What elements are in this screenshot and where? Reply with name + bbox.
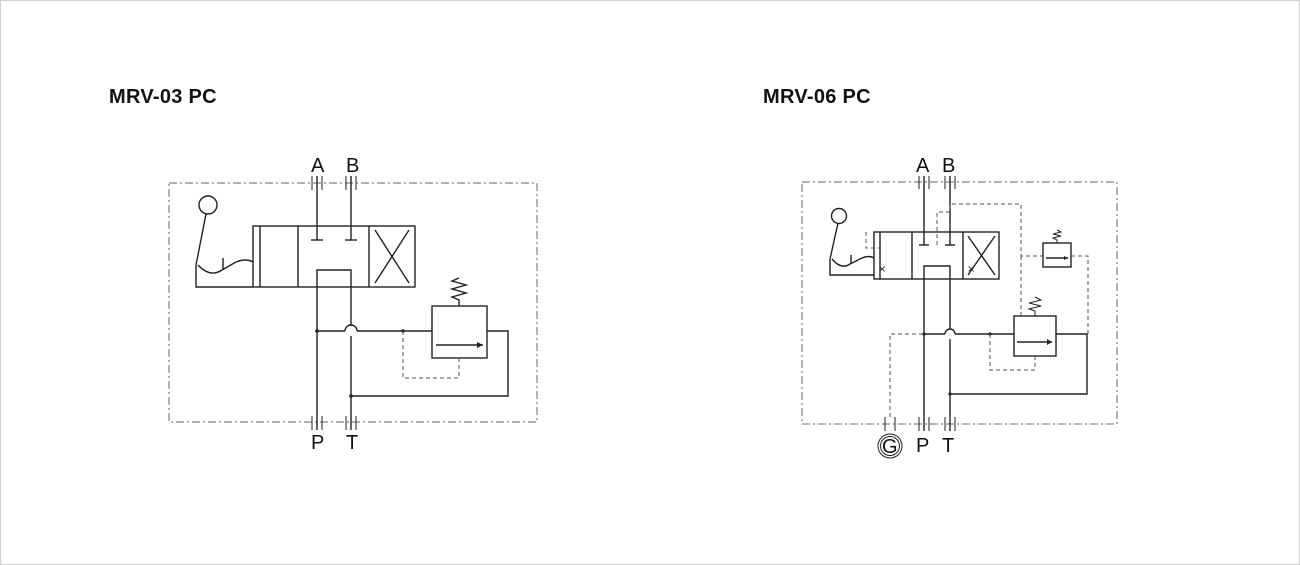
relief-valve	[1013, 296, 1057, 357]
relief-return-line	[950, 333, 1088, 395]
pilot-line	[989, 334, 1036, 371]
relief-return-line	[351, 330, 509, 397]
directional-valve	[252, 225, 416, 288]
port-label-t: T	[346, 432, 358, 454]
diagram-title-mrv-03-pc: MRV-03 PC	[109, 86, 217, 108]
port-label-p: P	[916, 435, 929, 457]
gauge-line	[889, 333, 924, 417]
svg-text:×: ×	[967, 264, 975, 275]
port-label-a: A	[311, 155, 325, 177]
port-label-b: B	[346, 155, 359, 177]
port-label-b: B	[942, 155, 955, 177]
pilot-line-valve	[865, 232, 880, 249]
lever-actuator	[829, 207, 875, 276]
port-label-a: A	[916, 155, 930, 177]
lever-actuator	[195, 195, 254, 288]
line-crossover	[944, 328, 956, 335]
pilot-line-upper	[949, 203, 1043, 257]
port-connectors	[311, 176, 357, 430]
port-connectors	[884, 176, 956, 431]
enclosure-border	[801, 181, 1118, 425]
pilot-line-internal	[936, 211, 950, 245]
pilot-drain-line	[1071, 255, 1089, 334]
circuit-mrv-03-pc: A B P T	[168, 155, 538, 454]
directional-valve: × ×	[873, 231, 1000, 280]
gauge-port-circle	[877, 433, 903, 459]
circuit-mrv-06-pc: A B P T G × ×	[801, 155, 1118, 459]
line-crossover	[344, 324, 358, 332]
relief-valve	[431, 277, 488, 359]
pilot-relief-valve	[1042, 229, 1072, 268]
port-label-g: G	[882, 436, 898, 458]
enclosure-border	[168, 182, 538, 423]
port-label-t: T	[942, 435, 954, 457]
port-label-p: P	[311, 432, 324, 454]
svg-text:×: ×	[878, 264, 886, 275]
pilot-line	[402, 331, 460, 379]
diagram-title-mrv-06-pc: MRV-06 PC	[763, 86, 871, 108]
